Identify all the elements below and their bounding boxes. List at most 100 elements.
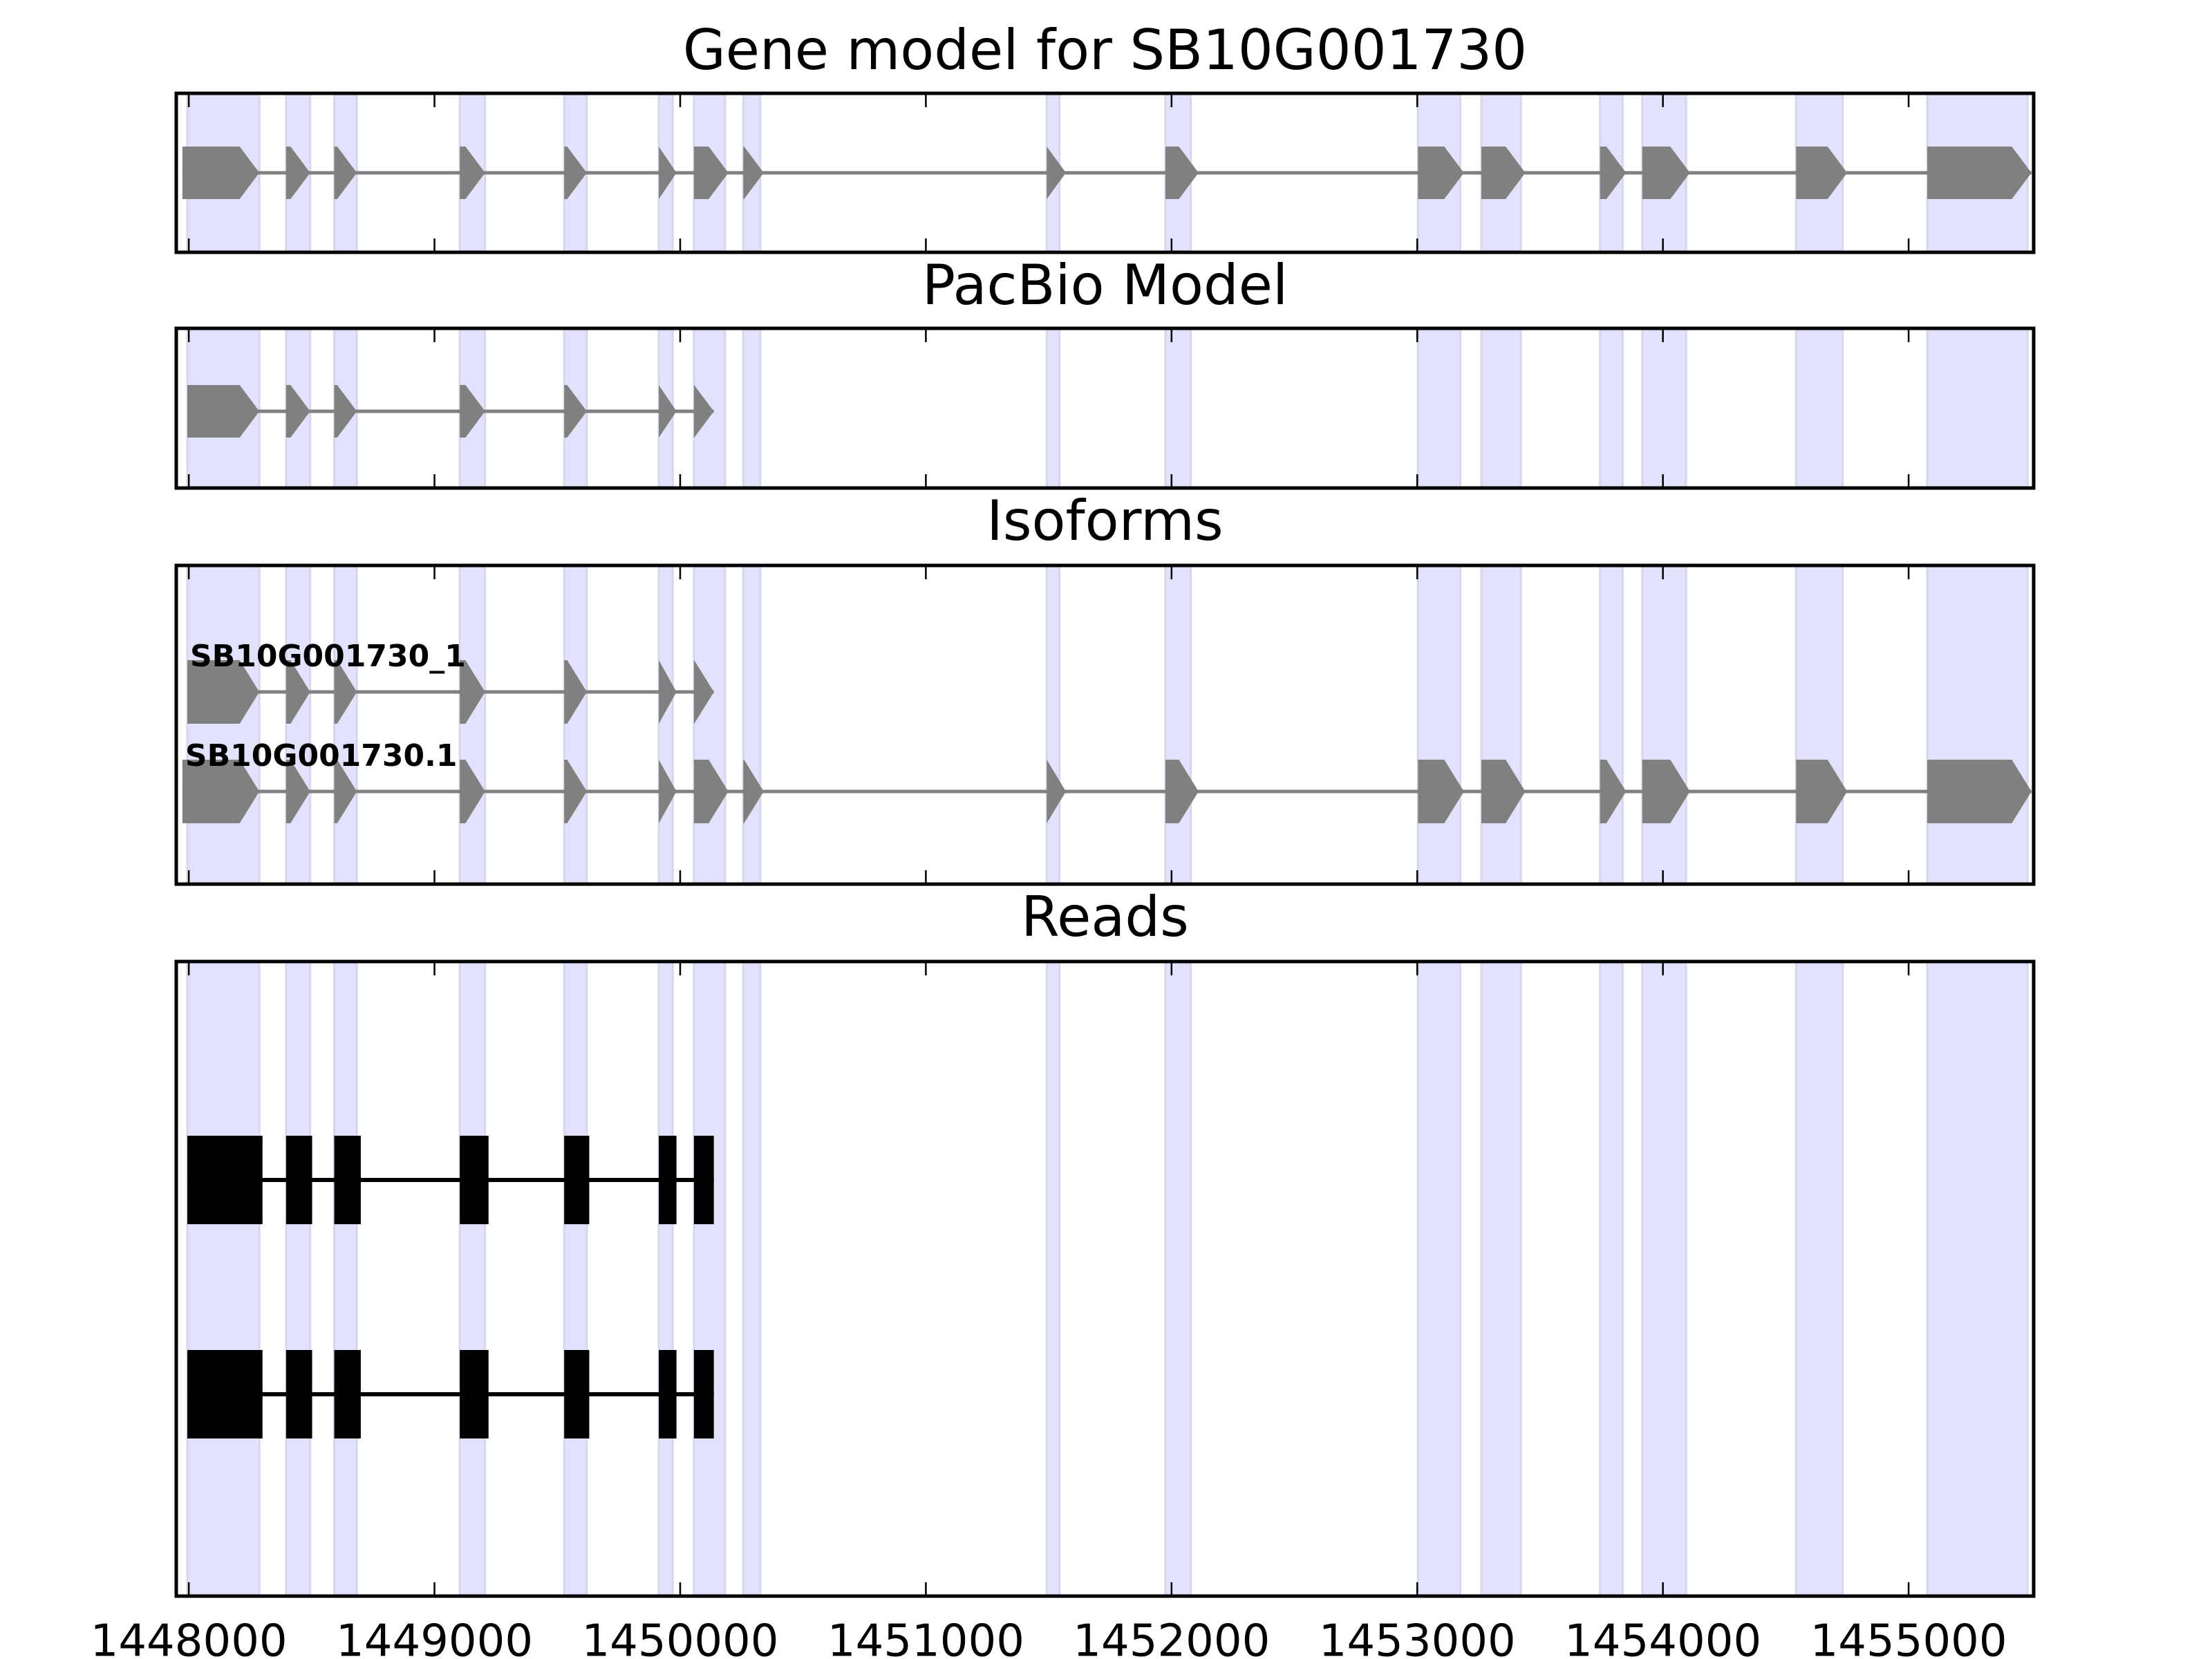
shaded-exon-region — [1794, 564, 1844, 885]
shaded-exon-region — [563, 960, 588, 1597]
track-1: SB10G001730_1 — [187, 639, 714, 724]
shaded-exon-region — [458, 960, 487, 1597]
exon-arrow — [1600, 760, 1627, 823]
exon-arrow — [334, 385, 357, 438]
track-2: SB10G001730.1 — [182, 738, 2032, 823]
read-exon-block — [285, 1136, 312, 1224]
shaded-exon-region — [1641, 960, 1687, 1597]
panel-title: PacBio Model — [922, 253, 1288, 317]
track-2 — [187, 1350, 714, 1438]
exon-arrow — [659, 385, 677, 438]
x-tick-label: 1454000 — [1564, 1616, 1761, 1659]
shaded-exon-region — [1045, 564, 1061, 885]
axes-frame — [174, 91, 2036, 254]
shaded-exon-region — [1416, 327, 1461, 489]
exon-arrow — [460, 660, 485, 724]
exon-arrow — [564, 385, 587, 438]
read-exon-block — [460, 1136, 489, 1224]
shaded-exon-region — [458, 564, 487, 885]
shaded-exon-region — [1641, 564, 1687, 885]
shaded-exon-region — [1926, 960, 2029, 1597]
exon-arrow — [693, 660, 714, 724]
x-tick-label: 1455000 — [1810, 1616, 2007, 1659]
panel-title: Reads — [1021, 885, 1189, 949]
shaded-exon-region — [285, 564, 312, 885]
axes-frame — [174, 563, 2036, 886]
shaded-exon-region — [285, 960, 312, 1597]
shaded-exon-region — [1926, 327, 2029, 489]
shaded-exon-region — [1794, 327, 1844, 489]
shaded-exon-region — [333, 960, 358, 1597]
read-exon-block — [659, 1136, 677, 1224]
exon-arrow — [334, 760, 357, 823]
exon-arrow — [693, 147, 729, 199]
exon-arrow — [1047, 147, 1066, 199]
exon-arrow — [1927, 760, 2032, 823]
shaded-exon-region — [1641, 327, 1687, 489]
track-1 — [182, 147, 2032, 199]
shaded-exon-region — [1599, 327, 1624, 489]
shaded-exon-region — [1599, 960, 1624, 1597]
read-exon-block — [564, 1136, 590, 1224]
shaded-exon-region — [1416, 564, 1461, 885]
exon-arrow — [460, 385, 485, 438]
panel-title: Gene model for SB10G001730 — [683, 18, 1527, 82]
panel-2: PacBio Model — [174, 253, 2036, 490]
exon-arrow — [564, 760, 587, 823]
panel-title: Isoforms — [986, 489, 1223, 553]
exon-arrow — [1481, 760, 1526, 823]
exon-arrow — [1418, 760, 1464, 823]
panel-4: Reads — [174, 885, 2036, 1598]
read-exon-block — [659, 1350, 677, 1438]
x-tick-label: 1452000 — [1073, 1616, 1270, 1659]
read-exon-block — [693, 1350, 714, 1438]
exon-arrow — [743, 760, 764, 823]
exon-arrow — [187, 660, 260, 724]
track-1 — [187, 1136, 714, 1224]
read-exon-block — [285, 1350, 312, 1438]
exon-arrow — [564, 147, 587, 199]
exon-arrow — [1796, 760, 1848, 823]
exon-arrow — [659, 660, 677, 724]
axes-frame — [174, 959, 2036, 1598]
shaded-exon-region — [1164, 960, 1192, 1597]
exon-arrow — [1927, 147, 2032, 199]
isoform-label: SB10G001730.1 — [185, 738, 458, 774]
panel-1: Gene model for SB10G001730 — [174, 18, 2036, 254]
read-exon-block — [187, 1350, 263, 1438]
read-exon-block — [693, 1136, 714, 1224]
shaded-exon-region — [657, 960, 674, 1597]
exon-arrow — [693, 385, 714, 438]
exon-arrow — [1642, 760, 1690, 823]
shaded-exon-region — [1045, 960, 1061, 1597]
read-exon-block — [564, 1350, 590, 1438]
exon-arrow — [182, 760, 260, 823]
exon-arrow — [187, 385, 260, 438]
shaded-exon-region — [742, 960, 762, 1597]
shaded-exon-region — [186, 564, 261, 885]
shaded-exon-region — [742, 564, 762, 885]
read-exon-block — [334, 1350, 361, 1438]
shaded-exon-region — [1480, 564, 1522, 885]
shaded-exon-region — [693, 564, 727, 885]
isoform-label: SB10G001730_1 — [190, 639, 466, 674]
shaded-exon-region — [563, 564, 588, 885]
read-exon-block — [187, 1136, 263, 1224]
shaded-exon-region — [1480, 960, 1522, 1597]
x-tick-label: 1451000 — [827, 1616, 1024, 1659]
axes-frame — [174, 326, 2036, 490]
shaded-exon-region — [1926, 564, 2029, 885]
read-exon-block — [460, 1350, 489, 1438]
exon-arrow — [182, 147, 260, 199]
shaded-exon-region — [1416, 960, 1461, 1597]
x-tick-label: 1450000 — [581, 1616, 778, 1659]
exon-arrow — [659, 760, 677, 823]
shaded-exon-region — [333, 564, 358, 885]
exon-arrow — [334, 660, 357, 724]
exon-arrow — [1165, 760, 1199, 823]
exon-arrow — [1165, 147, 1199, 199]
exon-arrow — [659, 147, 677, 199]
x-tick-label: 1449000 — [336, 1616, 533, 1659]
